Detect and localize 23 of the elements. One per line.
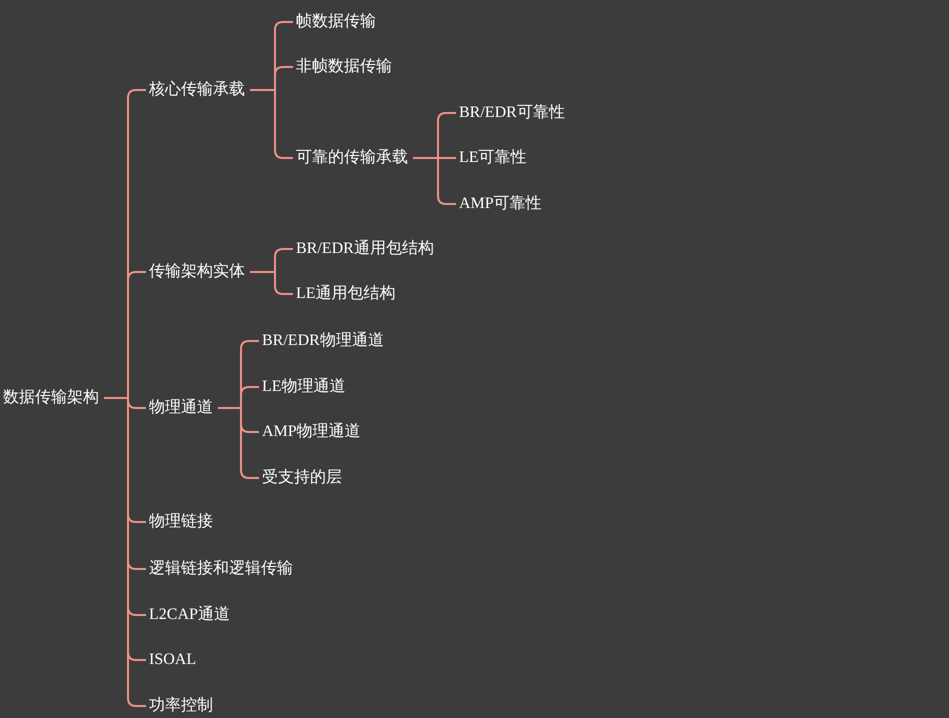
topic-text: 帧数据传输 bbox=[293, 12, 379, 32]
topic-text: LE物理通道 bbox=[259, 377, 349, 397]
topic-text: 数据传输架构 bbox=[0, 388, 102, 408]
connector bbox=[250, 271, 293, 295]
topic-text: LE通用包结构 bbox=[293, 284, 399, 304]
topic-text: BR/EDR通用包结构 bbox=[293, 239, 437, 259]
connector bbox=[218, 407, 259, 479]
topic-text: 功率控制 bbox=[146, 696, 216, 716]
topic-text: 核心传输承载 bbox=[146, 80, 248, 100]
topic-text: BR/EDR物理通道 bbox=[259, 331, 387, 351]
topic-text: ISOAL bbox=[146, 650, 200, 670]
topic-text: 可靠的传输承载 bbox=[293, 148, 411, 168]
topic-text: AMP可靠性 bbox=[456, 194, 545, 214]
topic-text: 物理链接 bbox=[146, 512, 216, 532]
topic-text: 受支持的层 bbox=[259, 468, 345, 488]
topic-text: LE可靠性 bbox=[456, 148, 530, 168]
topic-text: BR/EDR可靠性 bbox=[456, 103, 568, 123]
topic-text: 传输架构实体 bbox=[146, 262, 248, 282]
topic-text: AMP物理通道 bbox=[259, 422, 364, 442]
topic-text: 物理通道 bbox=[146, 398, 216, 418]
topic-text: 逻辑链接和逻辑传输 bbox=[146, 559, 296, 579]
topic-text: L2CAP通道 bbox=[146, 605, 233, 625]
topic-text: 非帧数据传输 bbox=[293, 57, 395, 77]
